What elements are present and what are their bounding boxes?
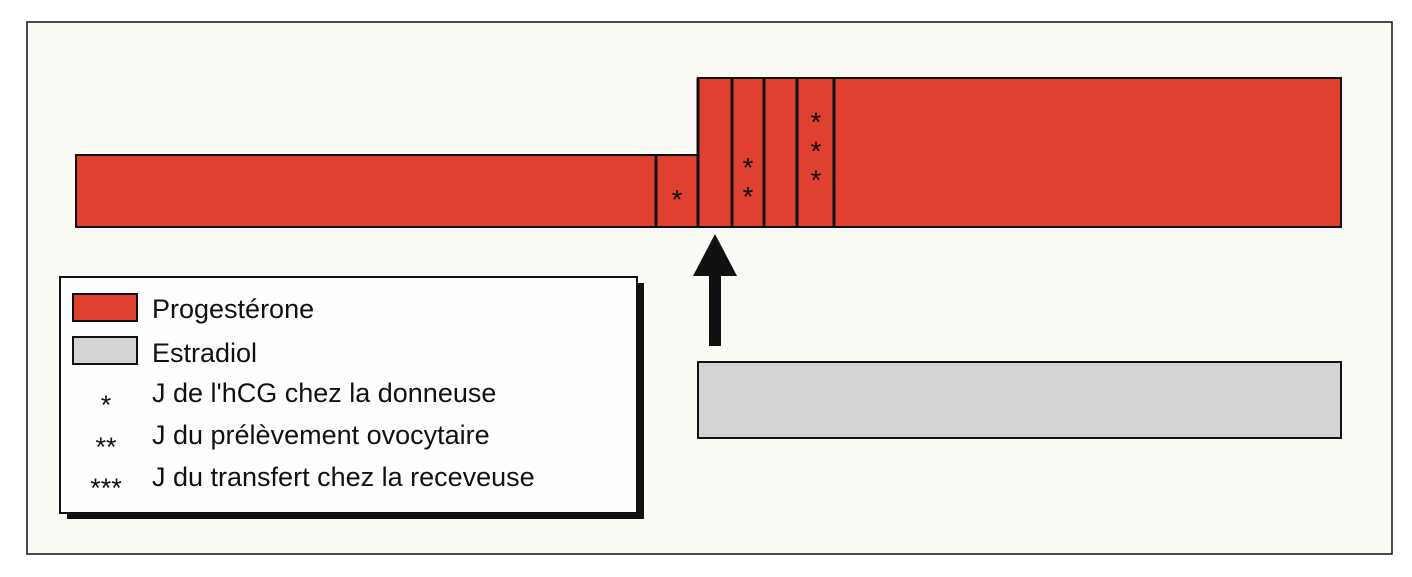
marker-retrieval: **	[733, 152, 764, 210]
marker-hcg: *	[672, 184, 683, 215]
progesterone-bar-low	[75, 154, 699, 228]
legend-label-progesterone: Progestérone	[152, 294, 314, 324]
estradiol-bar	[697, 361, 1342, 439]
legend-label-retrieval: J du prélèvement ovocytaire	[152, 420, 490, 450]
legend-symbol-transfer: ***	[90, 473, 122, 503]
up-arrow-icon	[693, 234, 737, 346]
legend: Progestérone Estradiol * J de l'hCG chez…	[59, 276, 644, 519]
legend-label-hcg: J de l'hCG chez la donneuse	[152, 378, 496, 408]
progesterone-bar-high	[697, 77, 1342, 228]
legend-symbol-hcg: *	[101, 390, 112, 420]
legend-label-transfer: J du transfert chez la receveuse	[152, 462, 535, 492]
legend-swatch-estradiol	[72, 336, 138, 365]
legend-swatch-progesterone	[72, 293, 138, 322]
legend-symbol-retrieval: **	[95, 432, 117, 462]
marker-transfer: ***	[801, 107, 832, 194]
legend-label-estradiol: Estradiol	[152, 338, 257, 368]
